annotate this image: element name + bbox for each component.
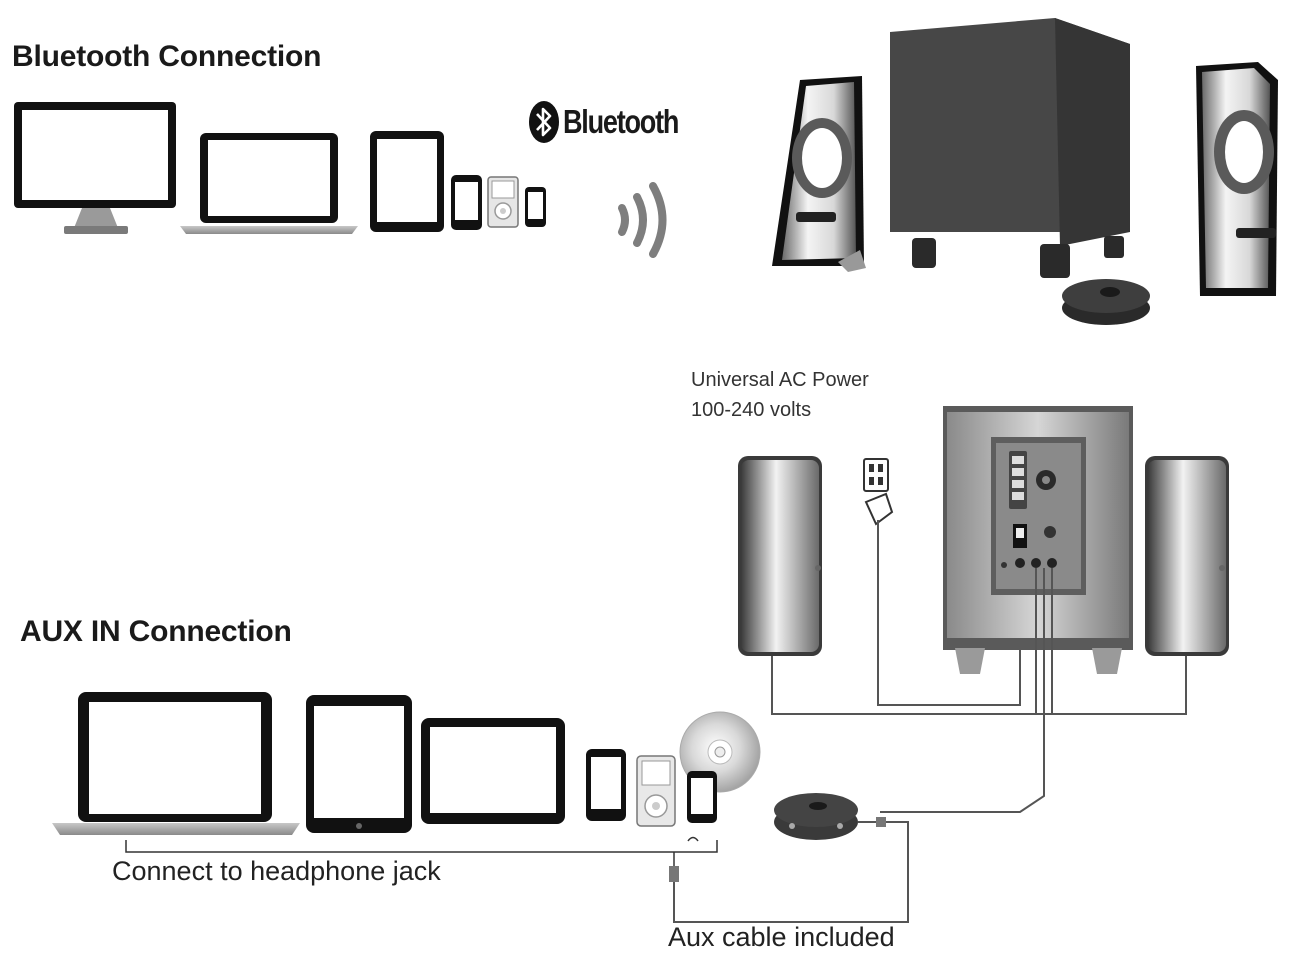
mobile-phone-icon: [525, 187, 546, 227]
aux-control-pod: [774, 793, 858, 840]
wall-outlet-icon: [863, 458, 889, 492]
aux-media-player-icon: [636, 755, 676, 827]
right-satellite-speaker: [1196, 62, 1278, 296]
tablet-icon: [370, 131, 444, 232]
aux-wide-tablet-icon: [421, 718, 565, 824]
left-satellite-speaker-rear: [738, 456, 822, 656]
subwoofer-rear: [943, 406, 1133, 674]
media-player-icon: [487, 176, 519, 228]
control-pod: [1062, 279, 1150, 325]
power-label-line1: Universal AC Power: [691, 369, 869, 391]
bluetooth-logo-text: Bluetooth: [563, 103, 679, 140]
aux-cable: [669, 817, 909, 923]
speaker-cables: [771, 568, 1187, 813]
left-satellite-speaker: [772, 76, 866, 272]
subwoofer: [890, 18, 1130, 278]
aux-cable-caption: Aux cable included: [668, 922, 895, 952]
desktop-monitor-icon: [14, 102, 176, 234]
bluetooth-rune-icon: [529, 101, 559, 143]
headphone-jack-caption: Connect to headphone jack: [112, 856, 441, 886]
smartphone-icon: [451, 175, 482, 230]
aux-in-connection-heading: AUX IN Connection: [20, 615, 292, 648]
aux-laptop-icon: [52, 692, 300, 835]
aux-mobile-phone-icon: [687, 771, 717, 823]
wireless-waves-icon: [618, 182, 667, 258]
bluetooth-connection-heading: Bluetooth Connection: [12, 40, 322, 73]
right-satellite-speaker-rear: [1145, 456, 1229, 656]
aux-smartphone-icon: [586, 749, 626, 821]
aux-tablet-icon: [306, 695, 412, 833]
power-label-line2: 100-240 volts: [691, 399, 812, 421]
bluetooth-logo: Bluetooth: [528, 100, 703, 144]
headphone-jack-bracket: [125, 836, 718, 866]
laptop-icon: [180, 133, 358, 234]
